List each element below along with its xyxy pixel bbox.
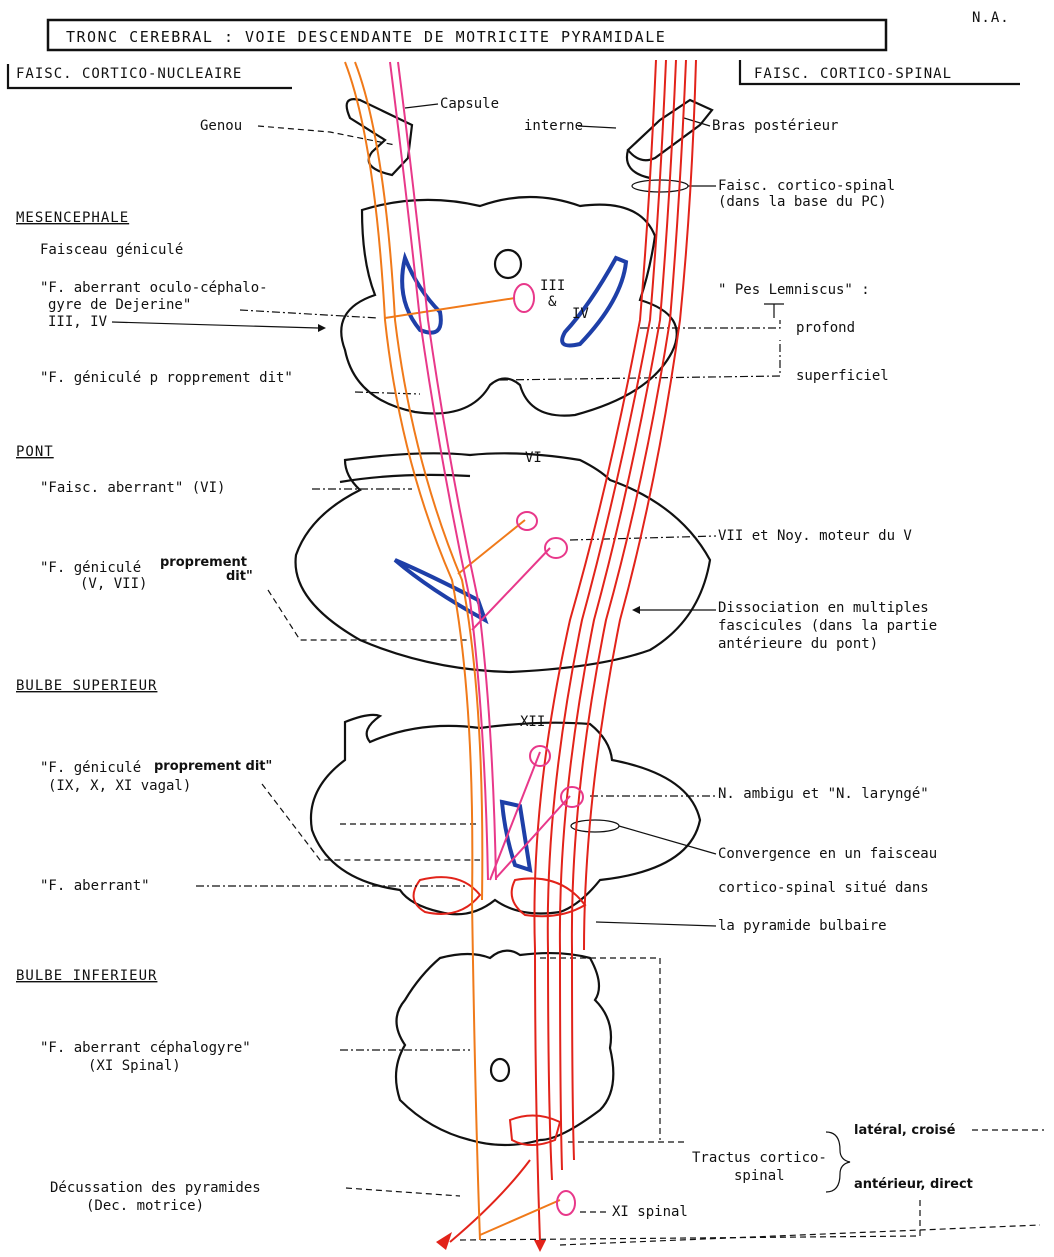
label-faisceau-genicule: Faisceau géniculé xyxy=(40,242,183,258)
label-conv-3: la pyramide bulbaire xyxy=(718,918,887,934)
label-pont-genicule-pd-b: dit" xyxy=(226,569,253,584)
label-pont-genicule-2: (V, VII) xyxy=(80,576,147,592)
label-dissoc-2: fascicules (dans la partie xyxy=(718,618,937,634)
label-nucleus-vi: VI xyxy=(525,450,542,466)
label-fcs-2: (dans la base du PC) xyxy=(718,194,887,210)
label-aberrant-oc-2: gyre de Dejerine" xyxy=(48,297,191,313)
label-bulbe-genicule-pd: proprement dit" xyxy=(154,759,272,774)
label-bulbe-genicule-2: (IX, X, XI vagal) xyxy=(48,778,191,794)
capsule-right xyxy=(627,100,712,178)
label-tractus-2: spinal xyxy=(734,1168,785,1184)
label-nucleus-iii: III xyxy=(540,278,565,294)
label-interne: interne xyxy=(524,118,583,134)
label-bulbe-genicule-1: "F. géniculé xyxy=(40,760,141,776)
label-tractus-1: Tractus cortico- xyxy=(692,1150,827,1166)
label-conv-1: Convergence en un faisceau xyxy=(718,846,937,862)
tract-aberrant xyxy=(390,62,583,1215)
section-bulbe-sup: BULBE SUPERIEUR xyxy=(16,678,157,694)
label-genicule-pd: "F. géniculé p ropprement dit" xyxy=(40,370,293,386)
label-capsule: Capsule xyxy=(440,96,499,112)
right-header: FAISC. CORTICO-SPINAL xyxy=(754,66,952,82)
diagram-title: TRONC CEREBRAL : VOIE DESCENDANTE DE MOT… xyxy=(66,28,666,46)
bulbe-sup-outline xyxy=(311,715,700,914)
label-anterieur-direct: antérieur, direct xyxy=(854,1177,973,1192)
label-nucleus-iv: IV xyxy=(572,306,589,322)
label-pont-genicule-pd-a: proprement xyxy=(160,555,247,570)
author-mark: N.A. xyxy=(972,10,1010,26)
label-n-ambigu: N. ambigu et "N. laryngé" xyxy=(718,786,929,802)
label-amp: & xyxy=(548,294,557,310)
left-header: FAISC. CORTICO-NUCLEAIRE xyxy=(16,66,242,82)
bulbe-inf-outline xyxy=(396,951,613,1145)
label-superficiel: superficiel xyxy=(796,368,889,384)
aqueduct xyxy=(495,250,521,278)
label-conv-2: cortico-spinal situé dans xyxy=(718,880,929,896)
label-fcs-1: Faisc. cortico-spinal xyxy=(718,178,895,194)
label-cephalogyre-1: "F. aberrant céphalogyre" xyxy=(40,1040,251,1056)
label-pes-lemniscus: " Pes Lemniscus" : xyxy=(718,282,870,298)
label-lateral-croise: latéral, croisé xyxy=(854,1123,956,1138)
label-decussation-2: (Dec. motrice) xyxy=(86,1198,204,1214)
label-bulbe-aberrant: "F. aberrant" xyxy=(40,878,150,894)
label-cephalogyre-2: (XI Spinal) xyxy=(88,1058,181,1074)
central-canal xyxy=(491,1059,509,1081)
label-bras-posterieur: Bras postérieur xyxy=(712,118,838,134)
label-dissoc-1: Dissociation en multiples xyxy=(718,600,929,616)
label-aberrant-oc-3: III, IV xyxy=(48,314,108,330)
tract-genicule xyxy=(345,62,560,1240)
label-profond: profond xyxy=(796,320,855,336)
label-vii-noyau: VII et Noy. moteur du V xyxy=(718,528,912,544)
label-pont-genicule-1: "F. géniculé xyxy=(40,560,141,576)
label-xi-spinal: XI spinal xyxy=(612,1204,688,1220)
pont-outline xyxy=(296,453,710,672)
label-aberrant-oc-1: "F. aberrant oculo-céphalo- xyxy=(40,280,268,296)
label-pont-aberrant: "Faisc. aberrant" (VI) xyxy=(40,480,225,496)
section-pont: PONT xyxy=(16,444,54,460)
label-decussation-1: Décussation des pyramides xyxy=(50,1180,261,1196)
section-mesencephale: MESENCEPHALE xyxy=(16,210,129,226)
label-nucleus-xii: XII xyxy=(520,714,545,730)
section-bulbe-inf: BULBE INFERIEUR xyxy=(16,968,157,984)
label-dissoc-3: antérieure du pont) xyxy=(718,636,878,652)
lemniscus-right xyxy=(562,258,626,346)
label-genou: Genou xyxy=(200,118,242,134)
mesencephale-outline xyxy=(341,197,677,416)
